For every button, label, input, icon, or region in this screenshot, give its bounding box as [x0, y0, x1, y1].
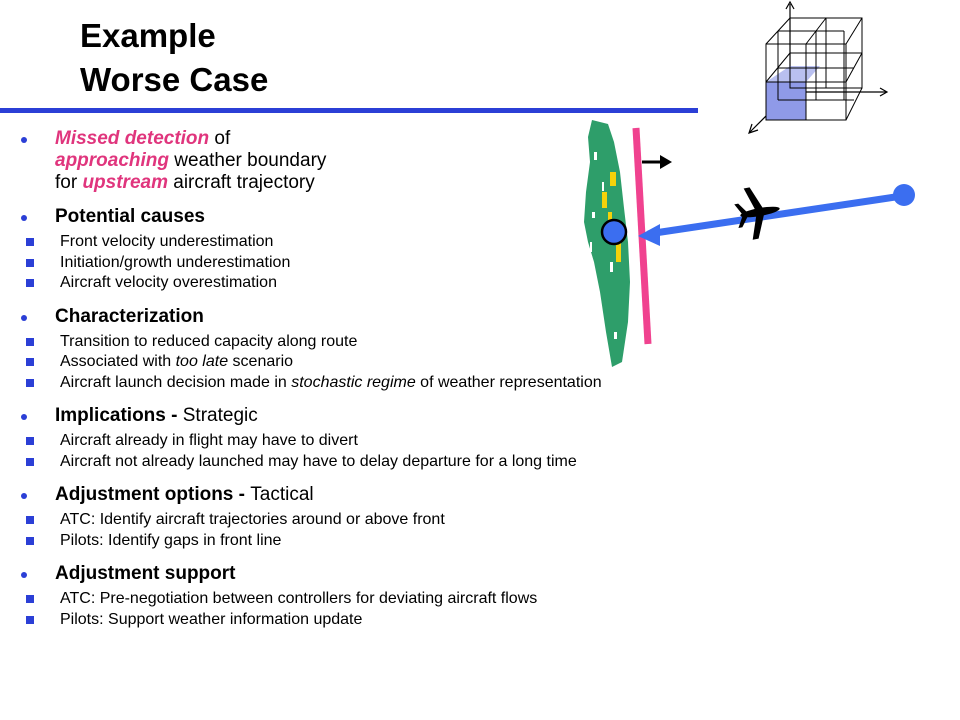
implications-list: Aircraft already in flight may have to d… [20, 431, 920, 472]
list-item: Front velocity underestimation [20, 232, 920, 253]
list-item: Initiation/growth underestimation [20, 253, 920, 274]
potential-causes-bullet: Potential causes [20, 206, 920, 228]
weather-front-figure [584, 120, 915, 367]
list-item: Associated with too late scenario [20, 352, 920, 373]
section-heading: Adjustment support [55, 563, 236, 584]
list-item: Aircraft already in flight may have to d… [20, 431, 920, 452]
characterization-list: Transition to reduced capacity along rou… [20, 332, 920, 394]
section-heading: Adjustment options - [55, 484, 251, 505]
bullet-dot [21, 414, 27, 420]
section-heading: Potential causes [55, 206, 205, 227]
intro-text: weather boundary [169, 150, 327, 171]
bullet-dot [21, 137, 27, 143]
list-item: Transition to reduced capacity along rou… [20, 332, 920, 353]
list-item: Aircraft launch decision made in stochas… [20, 373, 920, 394]
section-heading: Characterization [55, 305, 204, 327]
square-bullet-icon [26, 457, 34, 466]
list-item: ATC: Identify aircraft trajectories arou… [20, 510, 920, 531]
title-line-2: Worse Case [80, 61, 269, 98]
adjustment-options-list: ATC: Identify aircraft trajectories arou… [20, 510, 920, 551]
trajectory-end-point [600, 218, 628, 246]
square-bullet-icon [26, 437, 34, 445]
trajectory-arrowhead-icon [638, 224, 660, 246]
characterization-bullet: Characterization [20, 306, 920, 328]
title-divider [0, 108, 698, 113]
trajectory-origin-point [893, 184, 915, 206]
square-bullet-icon [26, 615, 34, 624]
list-item: Aircraft not already launched may have t… [20, 452, 920, 473]
upstream-text: upstream [82, 172, 168, 193]
potential-causes-list: Front velocity underestimation Initiatio… [20, 232, 920, 294]
section-heading: Implications - [55, 405, 183, 426]
square-bullet-icon [26, 279, 34, 287]
intro-bullet: Missed detection of approaching weather … [20, 128, 920, 194]
square-bullet-icon [26, 378, 34, 387]
adjustment-support-list: ATC: Pre-negotiation between controllers… [20, 589, 920, 630]
square-bullet-icon [26, 516, 34, 524]
intro-text: of [209, 128, 231, 149]
3d-grid-cube-icon [748, 0, 889, 134]
square-bullet-icon [26, 258, 34, 267]
implications-bullet: Implications - Strategic [20, 405, 920, 427]
section-heading-tail: Strategic [182, 405, 258, 426]
adjustment-options-bullet: Adjustment options - Tactical [20, 484, 920, 506]
intro-text: for [55, 172, 83, 193]
slide-title: Example Worse Case [80, 14, 268, 102]
bullet-dot [21, 314, 27, 321]
slide-body: Missed detection of approaching weather … [20, 128, 920, 630]
list-item: Aircraft velocity overestimation [20, 273, 920, 294]
square-bullet-icon [26, 536, 34, 545]
bullet-dot [21, 493, 27, 499]
bullet-dot [21, 572, 27, 578]
list-item: Pilots: Identify gaps in front line [20, 531, 920, 552]
square-bullet-icon [26, 595, 34, 603]
weather-cell-area [584, 120, 630, 367]
list-item: ATC: Pre-negotiation between controllers… [20, 589, 920, 610]
bullet-dot [21, 215, 27, 221]
aircraft-trajectory-line [647, 192, 903, 238]
airplane-icon [734, 187, 780, 240]
missed-detection-text: Missed detection [55, 128, 210, 149]
square-bullet-icon [26, 337, 34, 346]
title-line-1: Example [80, 17, 216, 54]
adjustment-support-bullet: Adjustment support [20, 563, 920, 585]
approaching-text: approaching [55, 150, 170, 171]
front-motion-arrow-icon [660, 155, 672, 169]
square-bullet-icon [26, 358, 34, 366]
square-bullet-icon [26, 238, 34, 246]
section-heading-tail: Tactical [250, 484, 314, 505]
intro-text: aircraft trajectory [167, 172, 315, 193]
list-item: Pilots: Support weather information upda… [20, 610, 920, 631]
